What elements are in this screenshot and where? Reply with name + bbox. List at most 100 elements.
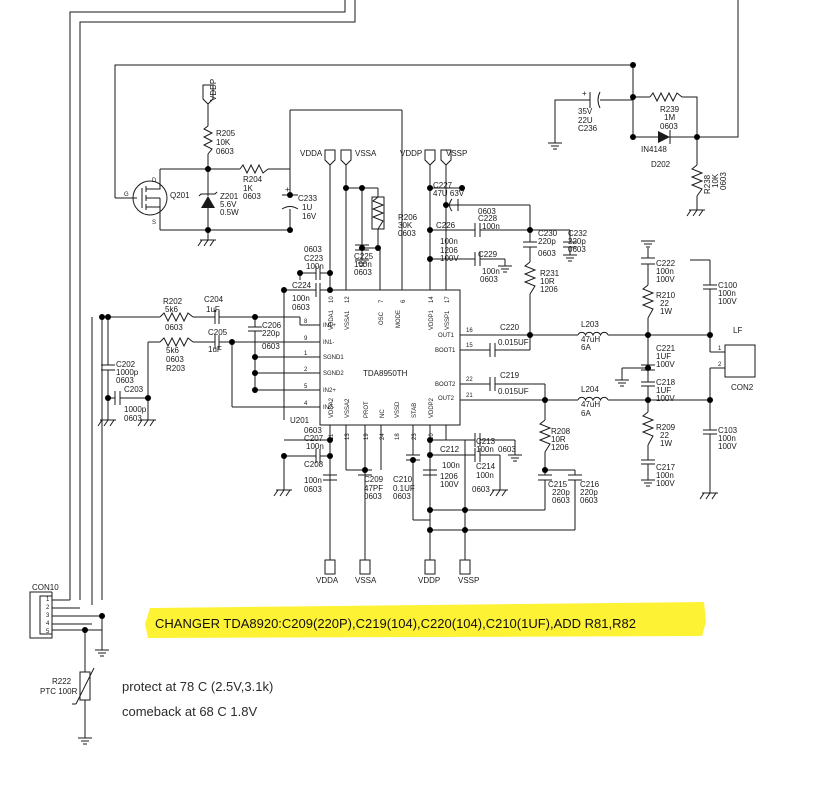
svg-text:VSSA2: VSSA2 — [345, 398, 351, 418]
svg-text:1uF: 1uF — [208, 345, 222, 354]
diodes-transistor — [132, 130, 680, 216]
svg-text:0603: 0603 — [216, 147, 234, 156]
svg-text:1UF: 1UF — [656, 386, 671, 395]
inductor-l204 — [577, 396, 609, 402]
svg-text:CON10: CON10 — [32, 583, 59, 592]
resistors — [72, 91, 704, 705]
junction-dot — [427, 507, 433, 513]
svg-text:1000p: 1000p — [116, 368, 139, 377]
svg-text:22: 22 — [466, 377, 473, 383]
svg-text:VSSP1: VSSP1 — [445, 310, 451, 330]
resistor-r222 — [79, 671, 91, 701]
svg-text:10R: 10R — [540, 277, 555, 286]
junction-dot — [287, 192, 293, 198]
svg-text:13: 13 — [345, 433, 351, 440]
resistor-r203 — [159, 336, 194, 348]
rail-vddp: VDDP — [400, 149, 422, 158]
svg-text:1206: 1206 — [540, 285, 558, 294]
junction-dot — [99, 314, 105, 320]
svg-text:100n: 100n — [440, 237, 458, 246]
svg-text:C228: C228 — [478, 214, 498, 223]
svg-text:OUT2: OUT2 — [438, 396, 455, 402]
junction-dot — [252, 387, 258, 393]
protect-note: protect at 78 C (2.5V,3.1k) — [122, 679, 273, 694]
junction-dot — [645, 332, 651, 338]
svg-text:23: 23 — [412, 433, 418, 440]
resistor-r209 — [641, 411, 655, 446]
svg-text:5.6V: 5.6V — [220, 200, 237, 209]
svg-text:0603: 0603 — [552, 496, 570, 505]
ic-body — [319, 289, 461, 426]
junction-dot — [427, 437, 433, 443]
svg-text:5k6: 5k6 — [166, 346, 179, 355]
svg-text:IN2-: IN2- — [323, 405, 334, 411]
ic-name: TDA8950TH — [363, 369, 408, 378]
svg-text:VDDA2: VDDA2 — [329, 397, 335, 418]
svg-text:1K: 1K — [243, 184, 253, 193]
svg-text:1206: 1206 — [551, 443, 569, 452]
svg-text:8: 8 — [304, 319, 308, 325]
svg-text:G: G — [124, 192, 129, 198]
svg-text:MODE: MODE — [396, 310, 402, 328]
svg-text:5: 5 — [46, 629, 50, 635]
svg-text:21: 21 — [466, 393, 473, 399]
resistor-r202 — [159, 311, 194, 323]
svg-text:C212: C212 — [440, 445, 460, 454]
svg-text:11: 11 — [329, 433, 335, 440]
svg-text:R210: R210 — [656, 291, 676, 300]
svg-text:0.1UF: 0.1UF — [393, 484, 415, 493]
change-note-text: CHANGER TDA8920:C209(220P),C219(104),C22… — [155, 616, 636, 631]
svg-text:R239: R239 — [660, 105, 680, 114]
svg-text:1206: 1206 — [440, 246, 458, 255]
svg-text:3: 3 — [46, 613, 50, 619]
svg-text:1000p: 1000p — [124, 405, 147, 414]
junction-dot — [327, 287, 333, 293]
svg-text:C216: C216 — [580, 480, 600, 489]
svg-text:1W: 1W — [660, 307, 672, 316]
svg-text:100n: 100n — [718, 434, 736, 443]
junction-dot — [427, 227, 433, 233]
rail-vdda: VDDA — [300, 149, 323, 158]
junction-dot — [327, 437, 333, 443]
svg-text:OSC: OSC — [379, 311, 385, 325]
svg-text:9: 9 — [304, 336, 308, 342]
svg-text:0603: 0603 — [354, 268, 372, 277]
svg-text:NC: NC — [380, 409, 386, 418]
svg-text:4: 4 — [46, 621, 50, 627]
junction-dot — [410, 457, 416, 463]
svg-text:PROT: PROT — [364, 401, 370, 418]
protect-notes: protect at 78 C (2.5V,3.1k) comeback at … — [122, 679, 273, 719]
svg-text:100n: 100n — [476, 471, 494, 480]
svg-text:100V: 100V — [718, 297, 737, 306]
junction-dot — [630, 94, 636, 100]
power-arrows — [202, 84, 471, 575]
svg-text:R203: R203 — [166, 364, 186, 373]
svg-text:IN1-: IN1- — [323, 340, 334, 346]
svg-text:VSSD: VSSD — [395, 401, 401, 418]
rail-vddp: VDDP — [209, 79, 218, 101]
svg-text:0603: 0603 — [398, 229, 416, 238]
svg-text:100n: 100n — [304, 476, 322, 485]
rail-vssa: VSSA — [355, 149, 377, 158]
svg-text:C213: C213 — [476, 437, 496, 446]
power-rail-labels: VDDP VDDA VSSA VDDP VSSP VDDA VSSA VDDP … — [209, 79, 479, 585]
junction-dot — [542, 467, 548, 473]
svg-text:C206: C206 — [262, 321, 282, 330]
svg-text:C229: C229 — [478, 250, 498, 259]
svg-text:0603: 0603 — [304, 485, 322, 494]
svg-text:R231: R231 — [540, 269, 560, 278]
svg-text:LF: LF — [733, 326, 742, 335]
svg-text:100V: 100V — [718, 442, 737, 451]
svg-text:C219: C219 — [500, 371, 520, 380]
svg-text:R206: R206 — [398, 213, 418, 222]
capacitors: + + — [101, 89, 717, 481]
junction-dot — [645, 397, 651, 403]
svg-text:6A: 6A — [581, 343, 591, 352]
svg-text:C217: C217 — [656, 463, 676, 472]
svg-text:47uH: 47uH — [581, 335, 600, 344]
svg-text:C204: C204 — [204, 295, 224, 304]
svg-text:6: 6 — [401, 299, 407, 303]
resistor-r208 — [538, 419, 552, 453]
svg-text:C224: C224 — [292, 281, 312, 290]
svg-text:100n: 100n — [718, 289, 736, 298]
